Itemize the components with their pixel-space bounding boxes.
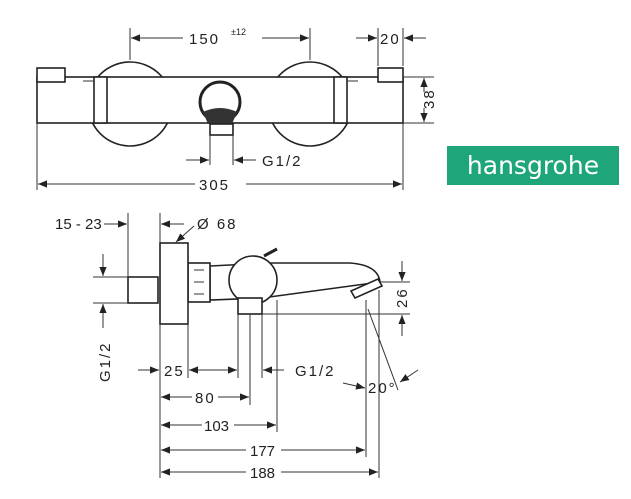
dim-diameter-68: Ø 68 [197, 216, 238, 233]
outlet-nozzle [203, 108, 237, 124]
dim-side-outlet-g12: G1/2 [295, 363, 336, 380]
front-view: 150 ±12 20 38 G1/2 305 [36, 27, 438, 194]
dim-188: 188 [250, 465, 275, 482]
dim-side-g12: G1/2 [97, 341, 114, 382]
dim-150: 150 [189, 31, 220, 48]
left-separator [93, 76, 108, 124]
dim-177: 177 [250, 443, 275, 460]
dim-150-tolerance: ±12 [231, 27, 246, 37]
outlet-connector [209, 123, 234, 136]
right-separator [333, 76, 348, 124]
dim-20: 20 [380, 31, 401, 48]
dim-80: 80 [195, 390, 216, 407]
dim-15-23: 15 - 23 [55, 216, 102, 233]
dim-20-degrees: 20° [368, 380, 397, 397]
logo-text: hansgrohe [467, 151, 599, 180]
lever-nub [263, 247, 278, 258]
hansgrohe-logo: hansgrohe [447, 146, 619, 185]
side-view: 15 - 23 Ø 68 G1/2 26 25 G1/2 [55, 213, 419, 482]
dim-38: 38 [421, 88, 438, 109]
bottom-connector [237, 297, 263, 315]
right-handle-cap [377, 67, 404, 83]
wall-pipe [127, 276, 159, 304]
left-handle-cap [36, 67, 66, 83]
temperature-handle [228, 255, 278, 305]
wall-flange-side [159, 242, 189, 325]
dim-103: 103 [204, 418, 229, 435]
dim-front-g12: G1/2 [262, 153, 303, 170]
dim-26: 26 [394, 287, 411, 308]
dim-25: 25 [164, 363, 185, 380]
dim-305: 305 [199, 177, 230, 194]
spout-aerator [349, 277, 384, 300]
